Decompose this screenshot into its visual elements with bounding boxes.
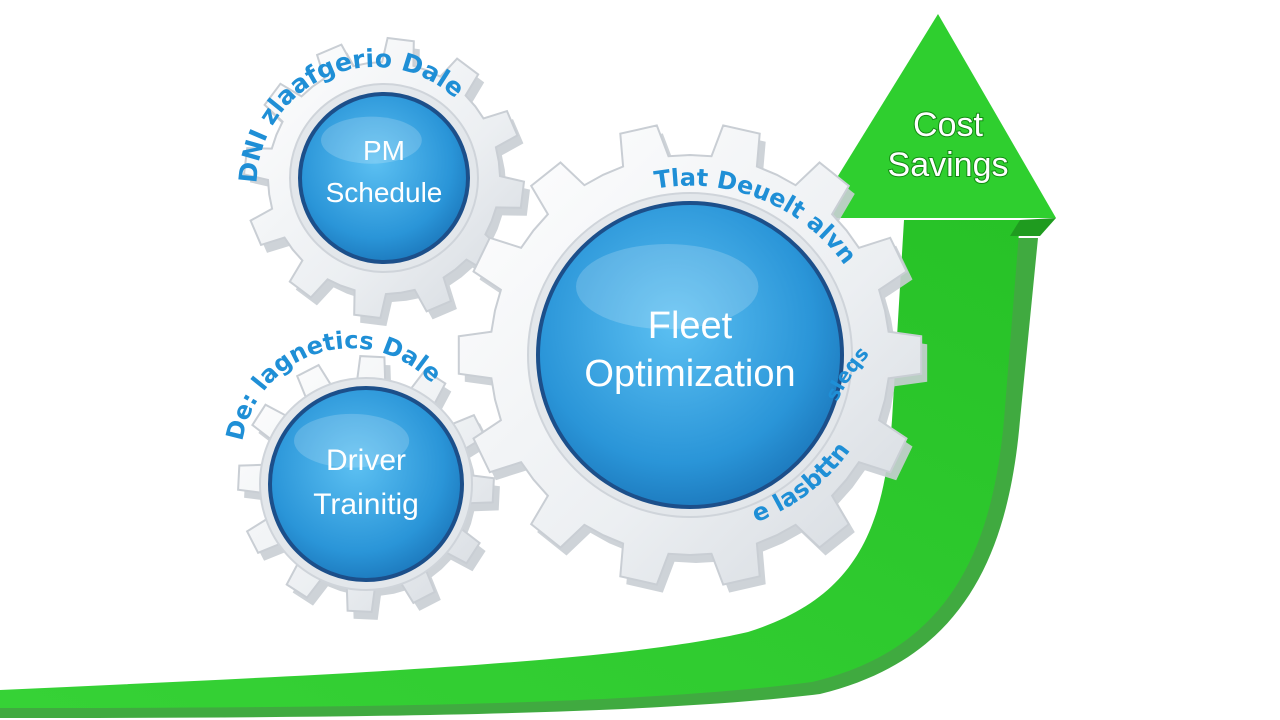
gear-fleet-hub-shine [576,244,759,330]
gear-fleet-hub [536,201,844,509]
growth-arrow [0,14,1056,718]
arrow-body [0,220,1020,708]
gear-driver-hub [268,386,464,582]
gear-pm-label-line1: PM [363,135,405,166]
arrow-label-line2: Savings [888,146,1009,184]
arrow-label-line1: Cost [913,106,983,144]
gear-fleet-label-line2: Optimization [584,353,795,395]
gear-fleet-optimization [457,124,928,593]
gear-pm-label-line2: Schedule [326,177,443,208]
gear-fleet-label-line1: Fleet [648,305,733,347]
gear-pm-hub [298,92,470,264]
gear-pm-hub-shine [321,116,422,164]
gear-driver-hub-shine [294,413,410,468]
gear-pm-schedule [242,36,530,326]
gear-driver-label-line1: Driver [326,444,406,477]
gear-driver-training [237,355,500,620]
arrow-head [812,14,1056,218]
gear-driver-label-line2: Trainitig [313,488,419,521]
